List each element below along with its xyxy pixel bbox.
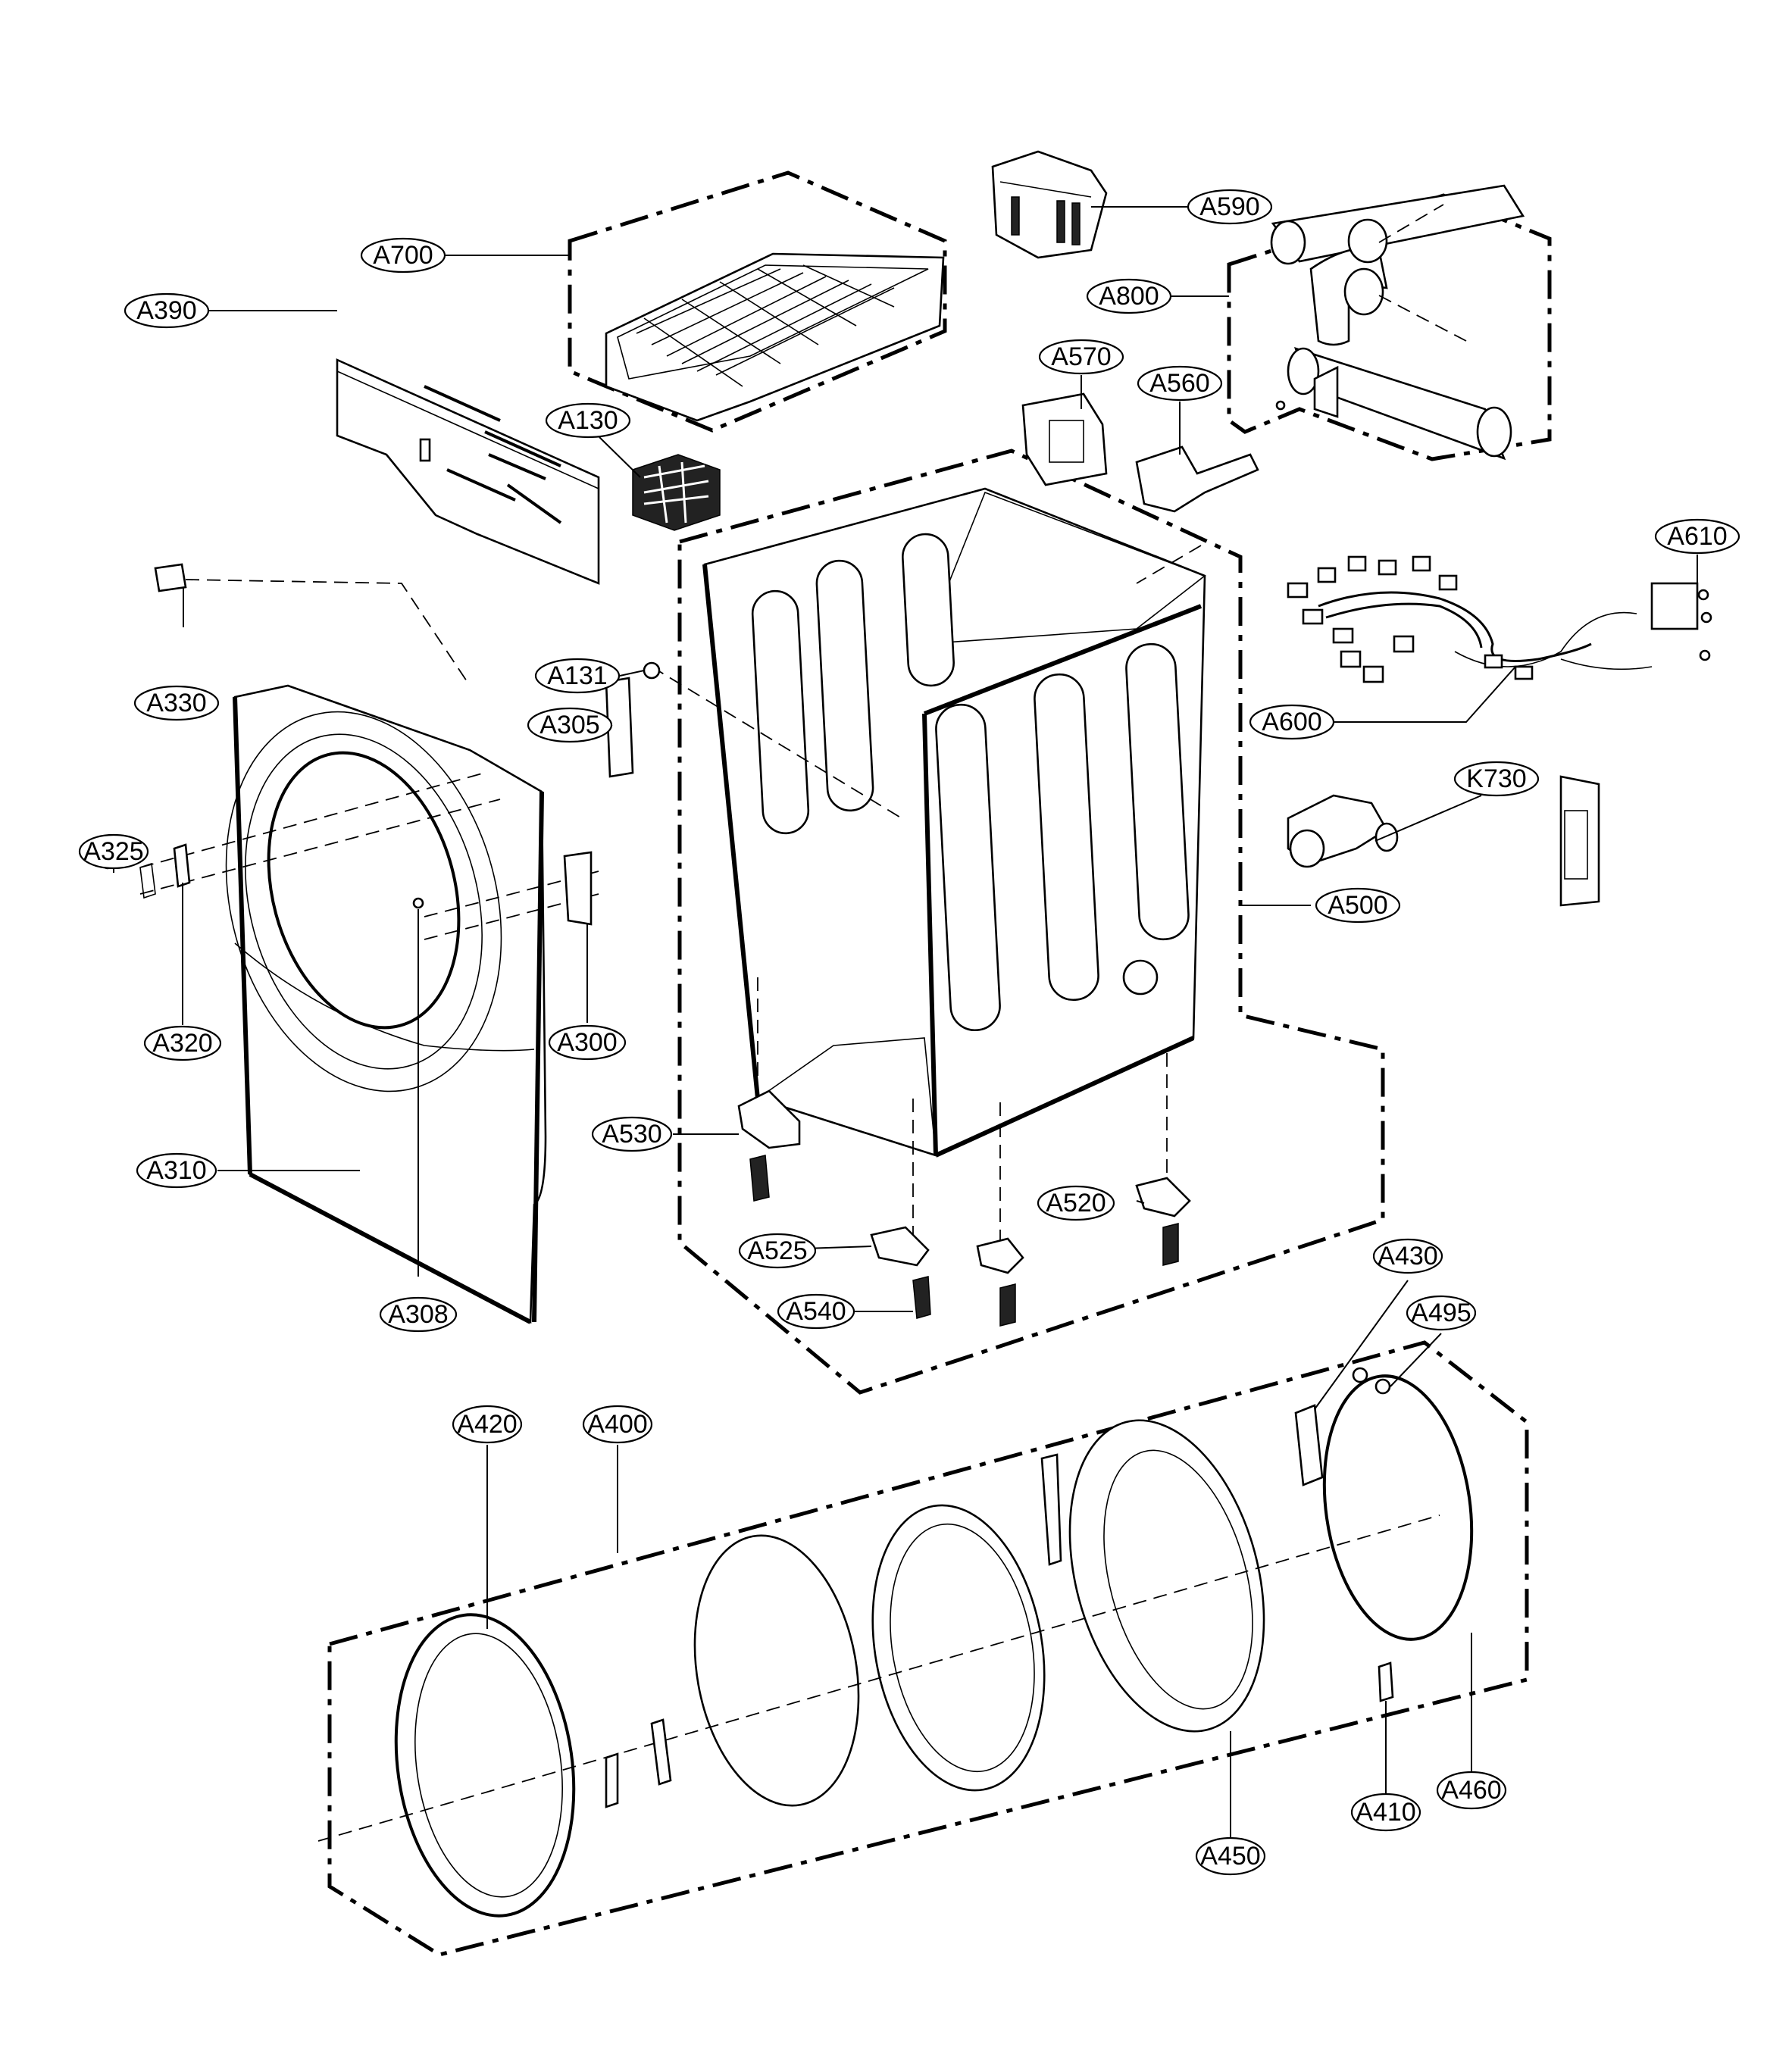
callout-a131[interactable]: A131 [534, 658, 621, 694]
bushing-a131 [643, 661, 661, 680]
duct-a560-part [1135, 445, 1259, 513]
front-panel-part [154, 563, 547, 1324]
callout-a420[interactable]: A420 [452, 1405, 523, 1444]
callout-a325[interactable]: A325 [78, 833, 149, 870]
svg-text:A610: A610 [1667, 522, 1727, 551]
svg-text:A540: A540 [786, 1297, 846, 1326]
svg-text:A320: A320 [152, 1029, 212, 1058]
svg-text:A400: A400 [587, 1410, 647, 1439]
bracket-a570-part [1021, 392, 1108, 486]
group-boundary-a500 [677, 449, 1385, 1395]
callout-a800[interactable]: A800 [1086, 278, 1172, 314]
filter-housing-part [632, 454, 721, 531]
svg-text:A495: A495 [1411, 1299, 1471, 1327]
group-boundary-a400 [327, 1340, 1529, 1957]
callout-a308[interactable]: A308 [379, 1296, 458, 1333]
svg-text:A700: A700 [373, 241, 433, 270]
svg-text:A130: A130 [558, 406, 618, 435]
svg-text:A460: A460 [1441, 1776, 1501, 1805]
callout-k730[interactable]: K730 [1453, 761, 1540, 797]
control-panel-bracket-part [336, 358, 600, 585]
door-assembly-parts [317, 1367, 1474, 1918]
svg-text:A308: A308 [388, 1300, 448, 1329]
blower-duct-part [991, 150, 1108, 259]
svg-text:A520: A520 [1046, 1189, 1106, 1217]
screw-a308 [412, 897, 424, 909]
callout-a540[interactable]: A540 [777, 1293, 855, 1330]
svg-text:A450: A450 [1200, 1842, 1260, 1871]
svg-text:A420: A420 [457, 1410, 517, 1439]
callout-a390[interactable]: A390 [124, 292, 210, 329]
svg-text:A600: A600 [1262, 708, 1321, 736]
callout-a450[interactable]: A450 [1195, 1836, 1266, 1876]
callout-a300[interactable]: A300 [548, 1024, 627, 1061]
callout-a570[interactable]: A570 [1038, 339, 1124, 375]
svg-text:A325: A325 [83, 837, 143, 866]
callout-a320[interactable]: A320 [143, 1025, 222, 1061]
svg-text:A330: A330 [146, 689, 206, 717]
svg-text:A310: A310 [146, 1156, 206, 1185]
cabinet-part [702, 487, 1206, 1158]
leveling-leg-brackets [737, 1089, 1191, 1327]
svg-text:A500: A500 [1328, 891, 1387, 920]
hinge-plate-a305 [605, 677, 634, 778]
svg-text:A570: A570 [1051, 342, 1111, 371]
callout-a530[interactable]: A530 [591, 1116, 673, 1152]
svg-text:A590: A590 [1199, 192, 1259, 221]
callout-a700[interactable]: A700 [360, 237, 446, 274]
callout-a310[interactable]: A310 [136, 1152, 217, 1189]
hinge-plate-a300 [563, 851, 593, 926]
callout-a500[interactable]: A500 [1315, 887, 1401, 924]
group-boundary-a700 [568, 170, 947, 433]
valve-k730-part [1287, 794, 1399, 868]
hinge-a320 [139, 843, 191, 899]
top-tray-part [605, 252, 945, 422]
svg-text:A300: A300 [557, 1028, 617, 1057]
door-handle-insert-part [1559, 775, 1600, 907]
svg-text:A131: A131 [547, 661, 607, 690]
group-boundary-a800 [1227, 193, 1552, 461]
svg-text:A305: A305 [539, 711, 599, 739]
callout-a560[interactable]: A560 [1137, 365, 1223, 402]
svg-text:A530: A530 [602, 1120, 661, 1149]
svg-text:A560: A560 [1149, 369, 1209, 398]
svg-text:A410: A410 [1356, 1798, 1415, 1827]
callout-a590[interactable]: A590 [1187, 189, 1273, 225]
callout-a330[interactable]: A330 [133, 685, 220, 721]
callout-a430[interactable]: A430 [1372, 1238, 1443, 1274]
callout-a600[interactable]: A600 [1249, 704, 1335, 740]
callout-a520[interactable]: A520 [1037, 1185, 1115, 1221]
callout-a460[interactable]: A460 [1436, 1771, 1507, 1810]
exhaust-duct-part [1270, 184, 1525, 461]
callout-a495[interactable]: A495 [1406, 1295, 1477, 1331]
svg-text:A390: A390 [136, 296, 196, 325]
svg-text:A430: A430 [1378, 1242, 1437, 1271]
callout-labels: A700 A590 A800 A390 A570 A560 A130 A610 … [78, 189, 1740, 1876]
wire-harness-part [1287, 555, 1712, 683]
callout-a610[interactable]: A610 [1654, 518, 1740, 555]
callout-a410[interactable]: A410 [1350, 1793, 1421, 1832]
callout-a400[interactable]: A400 [582, 1405, 653, 1444]
svg-text:A525: A525 [747, 1236, 807, 1265]
svg-text:K730: K730 [1466, 764, 1526, 793]
callout-a305[interactable]: A305 [527, 707, 613, 743]
leader-lines [113, 206, 1698, 1837]
svg-text:A800: A800 [1099, 282, 1159, 311]
callout-a525[interactable]: A525 [738, 1233, 817, 1269]
callout-a130[interactable]: A130 [545, 402, 631, 439]
